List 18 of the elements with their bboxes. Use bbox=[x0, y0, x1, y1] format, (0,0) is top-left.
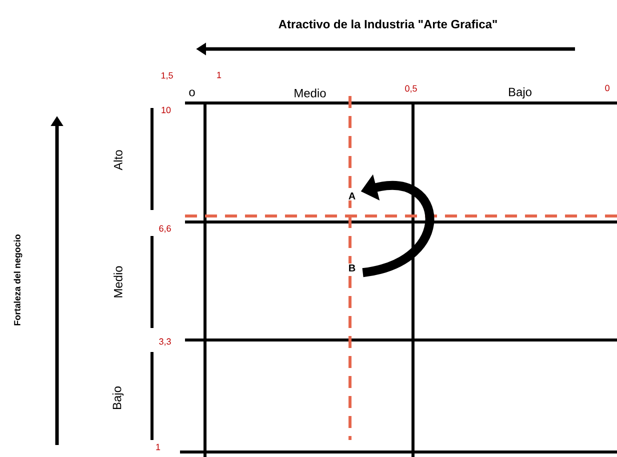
axis-category: Bajo bbox=[112, 386, 124, 409]
tick-label: 1,5 bbox=[161, 72, 173, 80]
axis-category: Medio bbox=[114, 266, 122, 298]
tick-label: 0,5 bbox=[405, 85, 417, 93]
axis-category: Bajo bbox=[509, 87, 532, 99]
point-label: A bbox=[347, 192, 357, 200]
tick-label: 6,6 bbox=[159, 225, 171, 233]
tick-label: 10 bbox=[162, 106, 171, 114]
axis-category: o bbox=[189, 90, 195, 96]
title: Atractivo de la Industria "Arte Grafica" bbox=[278, 20, 497, 28]
tick-label: 1 bbox=[156, 444, 160, 450]
tick-label: 1 bbox=[217, 72, 222, 78]
tick-label: 3,3 bbox=[159, 338, 171, 346]
axis-category: Medio bbox=[294, 88, 326, 98]
tick-label: 0 bbox=[605, 84, 610, 92]
axis-title: Fortaleza del negocio bbox=[14, 234, 22, 326]
point-label: B bbox=[347, 264, 357, 272]
axis-category: Alto bbox=[114, 150, 122, 170]
